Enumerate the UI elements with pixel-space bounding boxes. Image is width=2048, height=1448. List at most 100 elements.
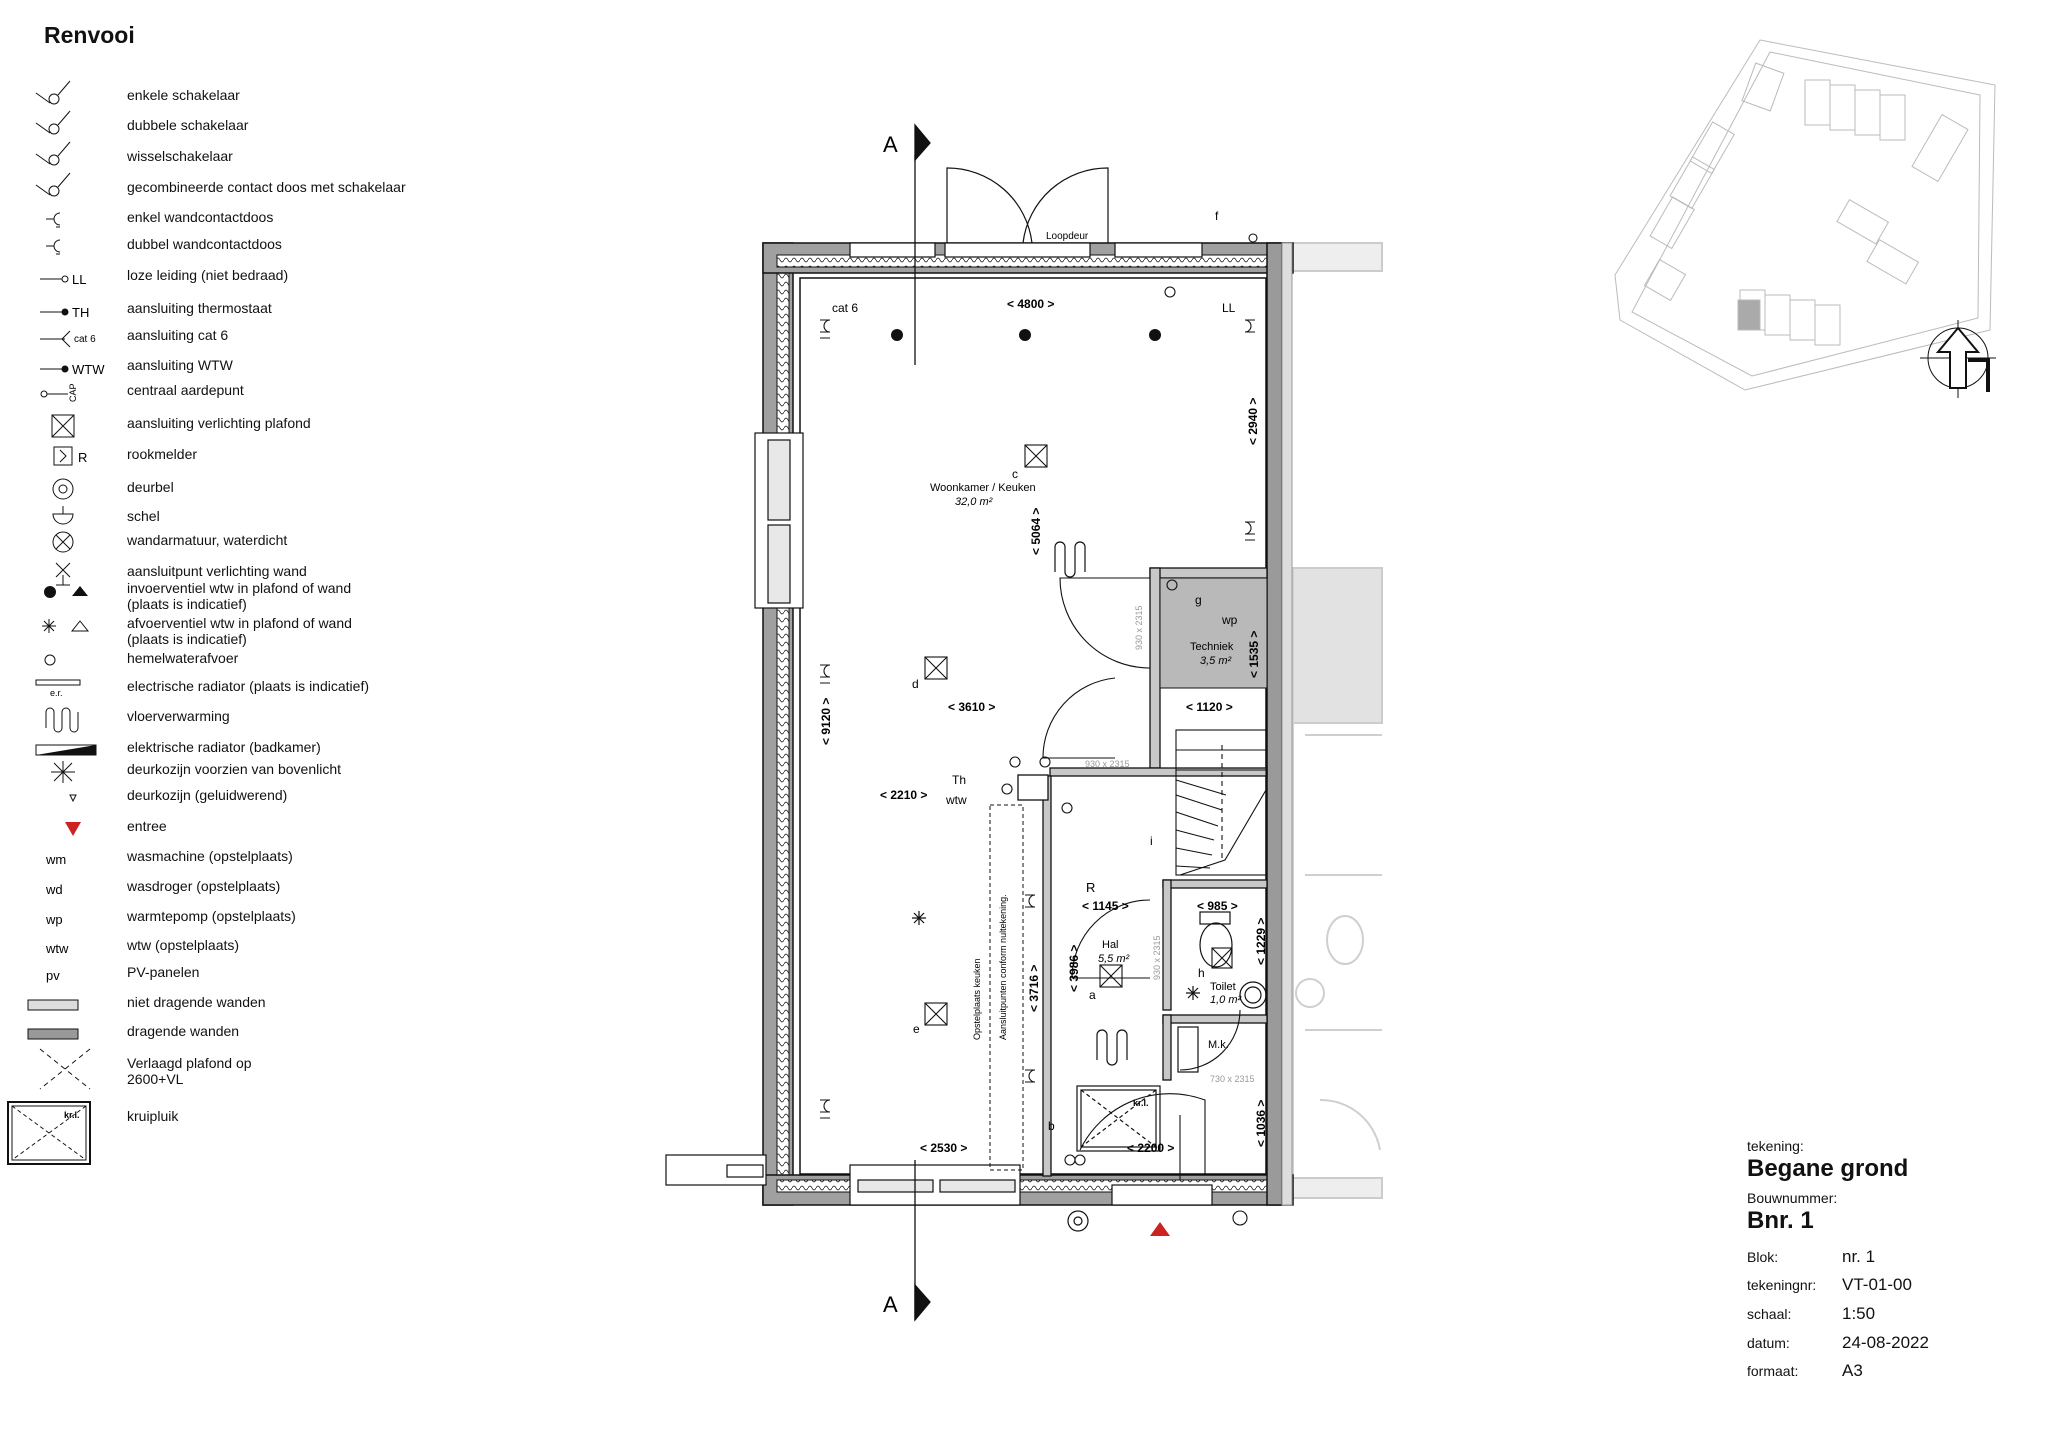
svg-text:kr.l.: kr.l. <box>64 1110 80 1120</box>
switch-symbols <box>1001 233 1258 1226</box>
changeover-switch-icon <box>20 141 104 175</box>
soundproof-door-frame-icon <box>20 785 104 814</box>
room-name-techniek: Techniek <box>1190 641 1234 653</box>
kitchen-zone <box>989 804 1024 1171</box>
wall-sockets <box>820 319 1255 1119</box>
legend-label: elektrische radiator (badkamer) <box>127 739 321 755</box>
legend-label: wandarmatuur, waterdicht <box>127 532 288 548</box>
dim-1229: < 1229 > <box>1254 918 1268 965</box>
door-label: Loopdeur <box>1046 231 1089 242</box>
format-label: formaat: <box>1747 1363 1799 1379</box>
legend-label: centraal aardepunt <box>127 382 244 398</box>
cat6-icon: cat 6 <box>20 325 104 354</box>
svg-text:wtw: wtw <box>45 941 69 956</box>
exhaust-valve-icon <box>912 911 1200 1000</box>
blok-label: Blok: <box>1747 1249 1779 1265</box>
kitchen-note-line: Aansluitpunten conform nultekening. <box>998 894 1008 1040</box>
legend-label: wasdroger (opstelplaats) <box>127 878 281 894</box>
wall-light-icon <box>20 561 104 590</box>
building-number: Bnr. 1 <box>1747 1207 1814 1234</box>
legend-label: aansluiting verlichting plafond <box>127 415 311 431</box>
outer-walls <box>762 242 1294 1206</box>
svg-text:pv: pv <box>46 968 60 983</box>
kitchen-note-line: Opstelplaats keuken <box>972 958 982 1040</box>
legend-label: deurkozijn voorzien van bovenlicht <box>127 761 342 777</box>
openings <box>665 167 1213 1206</box>
legend-abbreviation: wm <box>20 846 104 875</box>
staircase <box>1175 729 1267 876</box>
svg-text:wd: wd <box>45 882 63 897</box>
door-size-hal: 930 x 2315 <box>1152 935 1162 980</box>
legend-label: vloerverwarming <box>127 708 230 724</box>
dim-3716: < 3716 > <box>1027 965 1041 1012</box>
legend-title: Renvooi <box>44 22 135 48</box>
single-socket-icon <box>20 207 104 236</box>
dim-4800: < 4800 > <box>1007 297 1054 311</box>
svg-text:TH: TH <box>72 305 89 320</box>
annotation-g: g <box>1195 593 1202 607</box>
dim-5064: < 5064 > <box>1029 508 1043 555</box>
svg-text:wm: wm <box>45 852 66 867</box>
legend-label: enkel wandcontactdoos <box>127 209 274 225</box>
north-arrow-icon <box>1920 320 1996 398</box>
dim-1120: < 1120 > <box>1186 700 1233 714</box>
legend-abbreviation: wtw <box>20 935 104 964</box>
svg-text:wp: wp <box>45 912 63 927</box>
legend-label: dragende wanden <box>127 1023 240 1039</box>
interior-walls <box>1017 567 1268 1177</box>
dim-9120: < 9120 > <box>819 698 833 745</box>
section-line <box>914 123 931 1322</box>
dim-1145: < 1145 > <box>1082 899 1129 913</box>
date-value: 24-08-2022 <box>1842 1333 1929 1352</box>
doorbell-icon <box>1067 1210 1089 1232</box>
legend-label: warmtepomp (opstelplaats) <box>127 908 296 924</box>
door-size-stair: 930 x 2315 <box>1085 759 1130 769</box>
supply-valve-icon <box>20 578 104 607</box>
waterproof-wall-light-icon <box>20 530 104 559</box>
kitchen-note: Opstelplaats keuken Aansluitpunten confor… <box>972 894 1008 1040</box>
annotation-a: a <box>1089 988 1096 1002</box>
annotation-h: h <box>1198 966 1205 980</box>
svg-text:CAP: CAP <box>68 383 78 402</box>
electric-radiator-icon: e.r. <box>20 676 104 705</box>
room-name-toilet: Toilet <box>1210 981 1236 993</box>
smoke-detector-icon: R <box>20 444 104 473</box>
legend-label: aansluiting cat 6 <box>127 327 229 343</box>
scale-label: schaal: <box>1747 1306 1792 1322</box>
crawl-hatch <box>1076 1085 1161 1152</box>
legend-label: enkele schakelaar <box>127 87 240 103</box>
neighbour-unit-ghost <box>1282 242 1383 1200</box>
dim-3986: < 3986 > <box>1067 945 1081 992</box>
annotation-mk: M.k. <box>1208 1039 1229 1051</box>
room-area-techniek: 3,5 m² <box>1200 655 1232 667</box>
legend-label: wtw (opstelplaats) <box>127 937 240 953</box>
annotation-f: f <box>1215 209 1219 223</box>
legend-label: entree <box>127 818 167 834</box>
format-value: A3 <box>1842 1361 1863 1380</box>
annotation-krl: kr.l. <box>1133 1098 1149 1108</box>
scale-value: 1:50 <box>1842 1304 1876 1323</box>
ceiling-light-icon <box>20 413 104 442</box>
legend-label: Verlaagd plafond op 2600+VL <box>127 1055 252 1087</box>
annotation-i: i <box>1150 834 1153 848</box>
door-swings <box>1042 577 1241 1180</box>
door-size-techniek: 930 x 2315 <box>1134 605 1144 650</box>
building-number-label: Bouwnummer: <box>1747 1190 1838 1206</box>
annotation-th: Th <box>952 773 966 787</box>
drawing-label: tekening: <box>1747 1138 1804 1154</box>
annotation-e: e <box>913 1022 920 1036</box>
dim-985: < 985 > <box>1197 899 1238 913</box>
double-socket-icon <box>20 234 104 263</box>
legend-label: afvoerventiel wtw in plafond of wand (pl… <box>127 615 352 647</box>
lowered-ceiling-icon <box>20 1048 104 1090</box>
dim-1535: < 1535 > <box>1247 631 1261 678</box>
annotation-b: b <box>1048 1119 1055 1133</box>
annotation-d: d <box>912 677 919 691</box>
legend-label: wisselschakelaar <box>127 148 233 164</box>
drawing-number-label: tekeningnr: <box>1747 1277 1817 1293</box>
rainwater-drain-icon <box>20 648 104 677</box>
drawing-number-value: VT-01-00 <box>1842 1275 1912 1294</box>
legend-label: deurkozijn (geluidwerend) <box>127 787 288 803</box>
